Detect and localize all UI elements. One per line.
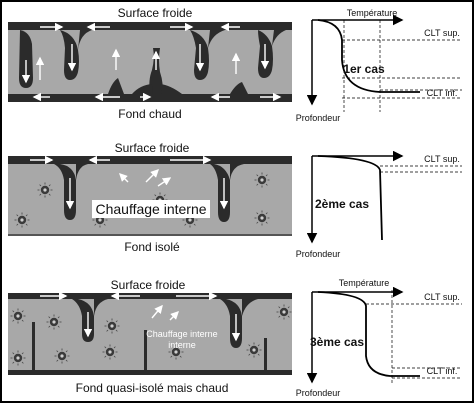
panel-2-temp-profile [317, 155, 383, 241]
panel-1-case-label: 1er cas [343, 62, 385, 76]
panel-1-depth-label: Profondeur [296, 113, 341, 123]
panel-1-temp-label: Température [347, 8, 398, 18]
panel-2-depth-label: Profondeur [296, 249, 341, 259]
panel-3-case-label: 3ème cas [310, 335, 364, 349]
panel-2-clt-top: CLT sup. [424, 154, 460, 164]
panel-1-temp-profile [317, 19, 420, 93]
panel-3-clt-bottom: CLT inf. [427, 366, 458, 376]
panel-2-mantle [8, 156, 292, 234]
panel-3-top-boundary [8, 293, 292, 299]
panel-3-center-label: Chauffage interne [146, 329, 217, 339]
panel-2: Surface froide [8, 141, 292, 254]
panel-1-flow-arrows [21, 22, 282, 102]
panel-3-bottom-label: Fond quasi-isolé mais chaud [76, 381, 229, 395]
panel-2-bottom-label: Fond isolé [124, 240, 180, 254]
panel-1-bottom-boundary [8, 94, 292, 102]
panel-3-top-label: Surface froide [111, 278, 186, 292]
panel-3-flow-arrows [40, 291, 241, 342]
panel-2-center-label-bg [92, 200, 210, 218]
panel-1-top-label: Surface froide [118, 6, 193, 20]
panel-1-graph: Température Profondeur CLT sup. CLT inf.… [296, 8, 462, 123]
panel-3-graph: Température Profondeur CLT sup. CLT inf.… [296, 278, 462, 398]
panel-2-bottom-boundary [8, 234, 292, 236]
panel-2-case-label: 2ème cas [315, 197, 369, 211]
panel-1-guides [342, 20, 462, 112]
panel-1-clt-bottom: CLT inf. [427, 88, 458, 98]
panel-3-center-label-2: interne [168, 340, 196, 350]
panel-3-depth-label: Profondeur [296, 388, 341, 398]
panel-2-center-label: Chauffage interne [95, 201, 206, 217]
panel-2-top-boundary [8, 156, 292, 164]
panel-1-top-boundary [8, 22, 292, 30]
panel-2-graph: Profondeur CLT sup. 2ème cas [296, 150, 462, 259]
panel-3-bottom-boundary [8, 370, 292, 375]
panel-3-clt-top: CLT sup. [424, 292, 460, 302]
panel-3-temp-profile [317, 291, 420, 377]
panel-3-guides [366, 290, 462, 384]
panel-1-clt-top: CLT sup. [424, 28, 460, 38]
panel-2-top-label: Surface froide [115, 141, 190, 155]
panel-1: Surface froide [8, 6, 292, 121]
panel-3-temp-label: Température [339, 278, 390, 288]
panel-2-flow-arrows [30, 155, 229, 210]
panel-2-guides [380, 165, 462, 173]
panel-1-bottom-label: Fond chaud [118, 107, 181, 121]
panel-3: Surface froide [8, 278, 292, 395]
